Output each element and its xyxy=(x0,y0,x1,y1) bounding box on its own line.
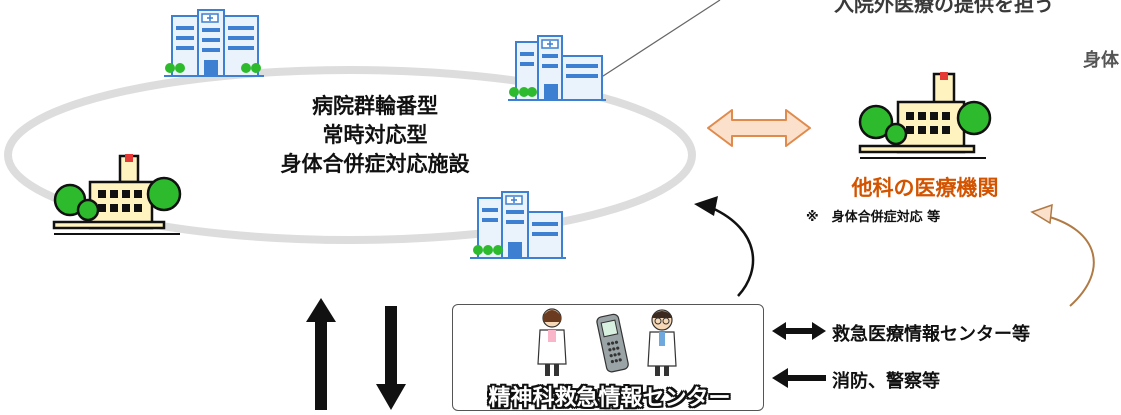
ring-label: 病院群輪番型 常時対応型 身体合併症対応施設 xyxy=(225,92,525,179)
leader-line xyxy=(599,0,721,79)
hospital-icon xyxy=(508,35,606,101)
clinic-building-icon xyxy=(858,72,992,159)
down-arrow-icon xyxy=(376,306,406,410)
hospital-icon xyxy=(470,191,566,259)
curved-arrow-icon xyxy=(694,196,755,297)
bidirectional-arrow-icon xyxy=(772,322,826,340)
clinic-building-icon xyxy=(52,154,182,235)
left-arrow-icon xyxy=(772,368,826,388)
ring-label-line: 病院群輪番型 xyxy=(312,94,438,118)
emergency-info-center-title: 精神科救急情報センター xyxy=(488,386,731,411)
emergency-info-label: 救急医療情報センター等 xyxy=(832,324,1030,345)
up-arrow-icon xyxy=(306,298,336,410)
fire-police-label: 消防、警察等 xyxy=(832,371,940,392)
other-facility-note: ※ 身体合併症対応 等 xyxy=(806,210,941,225)
hospital-icon xyxy=(164,9,264,77)
brown-curved-arrow-icon xyxy=(1030,203,1095,307)
other-facility-title: 他科の医療機関 xyxy=(851,176,999,200)
top-caption: 入院外医療の提供を担う xyxy=(834,0,1054,16)
top-caption-fragment: 身体 xyxy=(1083,50,1119,71)
ring-label-line: 常時対応型 xyxy=(322,123,428,147)
double-arrow-icon xyxy=(707,109,811,147)
ring-label-line: 身体合併症対応施設 xyxy=(280,152,470,176)
hospital-group-ring xyxy=(4,66,696,244)
